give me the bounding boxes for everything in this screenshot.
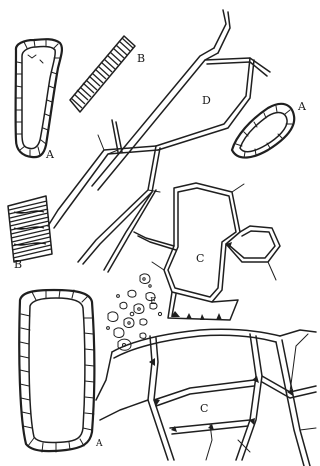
cell-a-right: A (232, 100, 307, 158)
label-d: D (202, 94, 211, 107)
label-b-top: B (137, 52, 145, 65)
label-c-upper: C (196, 252, 204, 265)
label-a-right: A (297, 100, 307, 113)
granule-5 (134, 304, 144, 314)
label-c-lower: C (200, 402, 208, 415)
granule-4 (120, 302, 127, 309)
label-e: E (150, 297, 157, 307)
cell-a-bottom-left: A (19, 290, 103, 452)
cell-a-top-left: A (16, 39, 62, 161)
granule-10 (114, 328, 124, 338)
vessel-b-left: B (8, 196, 52, 271)
granules-e: E (107, 274, 162, 350)
granule-12 (140, 333, 146, 338)
label-a-top-left: A (45, 148, 55, 161)
vessel-b-top: B (70, 36, 145, 112)
granule-2 (128, 290, 136, 297)
granule-9 (140, 319, 147, 325)
label-a-bottom-left: A (95, 439, 103, 449)
label-b-left: B (14, 258, 22, 271)
granule-8 (124, 318, 134, 328)
cells-c-lower: C (96, 329, 316, 466)
granule-7 (108, 312, 118, 322)
